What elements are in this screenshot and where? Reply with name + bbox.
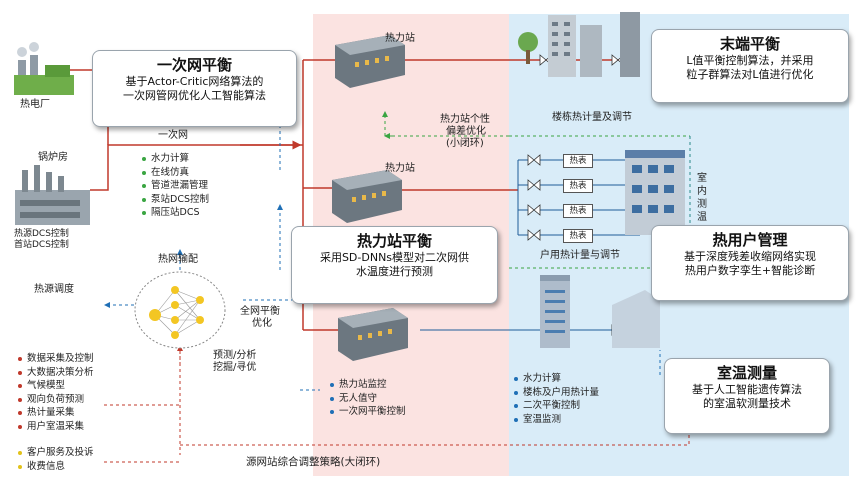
indoor-temp-label-4: 温 bbox=[697, 212, 707, 223]
primary-net-label: 一次网 bbox=[158, 130, 188, 141]
source-dispatch-label: 热源调度 bbox=[34, 284, 74, 295]
station-control-list: 热力站监控 无人值守 一次网平衡控制 bbox=[330, 378, 406, 419]
list-item: 客户服务及投诉 bbox=[18, 446, 94, 460]
neural-network-icon bbox=[134, 271, 226, 349]
heat-meter: 热表 bbox=[563, 154, 593, 168]
callout-title: 一次网平衡 bbox=[156, 56, 232, 74]
indoor-temp-label-2: 内 bbox=[697, 186, 707, 197]
household-meter-label: 户用热计量与调节 bbox=[540, 250, 620, 261]
boiler-house-icon bbox=[15, 165, 90, 225]
heat-station-label-top: 热力站 bbox=[385, 33, 415, 44]
predict-label-1: 预测/分析 bbox=[213, 350, 257, 361]
list-item: 隔压站DCS bbox=[142, 206, 209, 220]
big-loop-label: 源网站综合调整策略(大闭环) bbox=[246, 456, 381, 468]
building-meter-label: 楼栋热计量及调节 bbox=[552, 112, 632, 123]
residential-building-icon bbox=[625, 150, 685, 235]
list-item: 热力站监控 bbox=[330, 378, 406, 392]
station-opt-label-2: 偏差优化 bbox=[446, 126, 486, 137]
list-item: 二次平衡控制 bbox=[514, 399, 599, 413]
indoor-temp-label-3: 测 bbox=[697, 199, 707, 210]
boiler-dcs-label-2: 首站DCS控制 bbox=[14, 240, 69, 250]
callout-desc: 基于Actor-Critic网络算法的 bbox=[125, 75, 264, 88]
list-item: 大数据决策分析 bbox=[18, 366, 94, 380]
heat-dist-label: 热网输配 bbox=[158, 254, 198, 265]
heat-meter: 热表 bbox=[563, 204, 593, 218]
callout-desc: 的室温软测量技术 bbox=[703, 397, 791, 410]
list-item: 一次网平衡控制 bbox=[330, 405, 406, 419]
heat-meter: 热表 bbox=[563, 229, 593, 243]
global-opt-label-2: 优化 bbox=[252, 318, 272, 329]
callout-desc: 基于人工智能遗传算法 bbox=[692, 383, 802, 396]
list-item: 观向负荷预测 bbox=[18, 393, 94, 407]
list-item: 气候模型 bbox=[18, 379, 94, 393]
callout-title: 热用户管理 bbox=[712, 231, 788, 249]
user-side-list: 水力计算 楼栋及户用热计量 二次平衡控制 室温监测 bbox=[514, 372, 599, 426]
callout-desc: 采用SD-DNNs模型对二次网供 bbox=[319, 251, 470, 264]
callout-desc: 水温度进行预测 bbox=[356, 265, 433, 278]
heat-meter: 热表 bbox=[563, 179, 593, 193]
list-item: 用户室温采集 bbox=[18, 420, 94, 434]
data-collection-list: 数据采集及控制 大数据决策分析 气候模型 观向负荷预测 热计量采集 用户室温采集 bbox=[18, 352, 94, 433]
power-plant-label: 热电厂 bbox=[20, 99, 50, 110]
station-opt-label-3: (小闭环) bbox=[446, 138, 484, 149]
list-item: 室温监测 bbox=[514, 413, 599, 427]
list-item: 热计量采集 bbox=[18, 406, 94, 420]
station-opt-label-1: 热力站个性 bbox=[440, 114, 490, 125]
callout-desc: 基于深度残差收缩网络实现 bbox=[684, 250, 816, 263]
list-item: 管道泄漏管理 bbox=[142, 179, 209, 193]
heat-station-icon-top bbox=[335, 35, 405, 88]
station-balance-callout: 热力站平衡 采用SD-DNNs模型对二次网供 水温度进行预测 bbox=[291, 226, 498, 304]
power-plant-icon bbox=[14, 42, 74, 95]
boiler-house-label: 锅炉房 bbox=[38, 152, 68, 163]
list-item: 水力计算 bbox=[142, 152, 209, 166]
list-item: 收费信息 bbox=[18, 460, 94, 474]
callout-desc: 一次网管网优化人工智能算法 bbox=[123, 89, 266, 102]
list-item: 水力计算 bbox=[514, 372, 599, 386]
boiler-dcs-label-1: 热源DCS控制 bbox=[14, 229, 69, 239]
room-temp-callout: 室温测量 基于人工智能遗传算法 的室温软测量技术 bbox=[664, 358, 830, 434]
heat-station-icon-mid bbox=[332, 170, 402, 223]
callout-desc: 热用户数字孪生+智能诊断 bbox=[684, 264, 816, 277]
list-item: 楼栋及户用热计量 bbox=[514, 386, 599, 400]
callout-desc: 粒子群算法对L值进行优化 bbox=[686, 68, 814, 81]
list-item: 在线仿真 bbox=[142, 166, 209, 180]
user-management-callout: 热用户管理 基于深度残差收缩网络实现 热用户数字孪生+智能诊断 bbox=[651, 225, 849, 301]
primary-balance-callout: 一次网平衡 基于Actor-Critic网络算法的 一次网管网优化人工智能算法 bbox=[92, 50, 297, 127]
heat-station-icon-bottom bbox=[338, 308, 408, 361]
list-item: 泵站DCS控制 bbox=[142, 193, 209, 207]
predict-label-2: 挖掘/寻优 bbox=[213, 362, 257, 373]
water-calc-list: 水力计算 在线仿真 管道泄漏管理 泵站DCS控制 隔压站DCS bbox=[142, 152, 209, 220]
apartment-buildings-icon bbox=[518, 12, 640, 77]
callout-title: 末端平衡 bbox=[719, 35, 780, 53]
callout-title: 热力站平衡 bbox=[356, 232, 432, 250]
list-item: 数据采集及控制 bbox=[18, 352, 94, 366]
service-list: 客户服务及投诉 收费信息 bbox=[18, 446, 94, 473]
indoor-temp-label-1: 室 bbox=[697, 173, 707, 184]
callout-title: 室温测量 bbox=[716, 364, 777, 382]
callout-desc: L值平衡控制算法，并采用 bbox=[686, 54, 814, 67]
office-buildings-icon bbox=[540, 275, 660, 348]
heat-station-label-mid: 热力站 bbox=[385, 163, 415, 174]
list-item: 无人值守 bbox=[330, 392, 406, 406]
global-opt-label-1: 全网平衡 bbox=[240, 306, 280, 317]
terminal-balance-callout: 末端平衡 L值平衡控制算法，并采用 粒子群算法对L值进行优化 bbox=[651, 29, 849, 103]
